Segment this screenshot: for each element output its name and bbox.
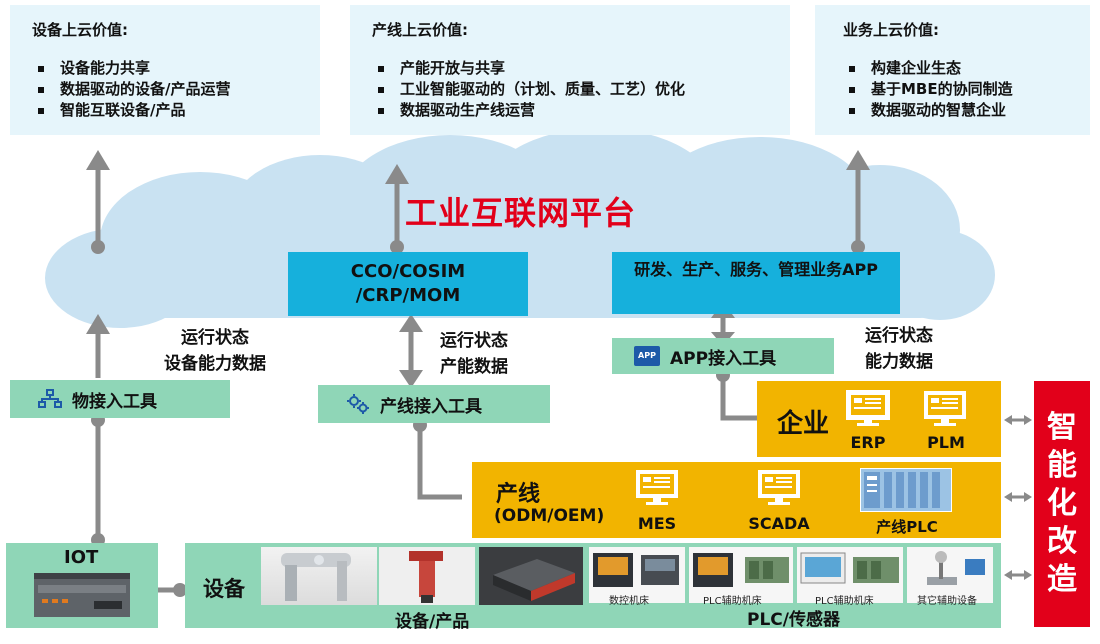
robot-arm-icon [281,553,351,601]
business-value-title: 业务上云价值: [843,21,939,39]
device-value-title: 设备上云价值: [32,21,128,39]
erp-label: ERP [850,433,886,452]
middle-flow-line: 运行状态 [440,331,508,351]
transform-char: 化 [1047,486,1077,521]
line-value-item: 数据驱动生产线运营 [372,100,768,121]
business-value-box: 业务上云价值: 构建企业生态 基于MBE的协同制造 数据驱动的智慧企业 [815,5,1090,135]
plm-label: PLM [927,433,965,452]
app-access-label: APP接入工具 [670,348,777,369]
app-access-tool[interactable]: APP APP接入工具 [612,338,834,374]
device-value-item: 数据驱动的设备/产品运营 [32,79,298,100]
erp-monitor-icon [846,390,890,426]
line-access-label: 产线接入工具 [380,396,482,417]
plc-rack-icon [860,468,952,512]
mes-monitor-icon [636,470,678,505]
business-value-item: 基于MBE的协同制造 [843,79,1068,100]
cnc-caption: 数控机床 [609,596,649,607]
production-line-label: 产线 [496,482,541,507]
left-flow-line: 设备能力数据 [164,354,266,374]
middle-flow-line: 产能数据 [440,357,508,377]
plc-machine-photo-2 [797,547,903,603]
transform-char: 智 [1047,410,1077,445]
cco-module-box: CCO/COSIM /CRP/MOM [288,252,528,316]
other-equipment-caption: 其它辅助设备 [917,596,977,607]
lab-equipment-icon [927,551,985,585]
plc-panel-icon [693,553,789,587]
gears-icon [347,394,369,414]
scada-monitor-icon [758,470,800,505]
right-flow-label: 运行状态 能力数据 [865,323,933,375]
gripper-photo [379,547,475,605]
business-apps-box: 研发、生产、服务、管理业务APP [612,252,900,314]
production-line-sub: (ODM/OEM) [494,506,605,526]
platform-icon [493,559,575,601]
iot-label: IOT [64,547,99,568]
enterprise-label: 企业 [777,409,830,439]
scada-label: SCADA [748,514,810,533]
platform-title: 工业互联网平台 [405,194,637,232]
iot-gateway-icon [34,573,130,617]
left-flow-line: 运行状态 [181,328,249,348]
other-equipment-photo [907,547,993,603]
business-value-item: 构建企业生态 [843,58,1068,79]
gripper-icon [409,551,443,603]
intelligent-transformation-bar: 智 能 化 改 造 [1034,381,1090,627]
things-access-label: 物接入工具 [72,391,157,412]
mes-label: MES [637,514,677,533]
line-value-item: 工业智能驱动的（计划、质量、工艺）优化 [372,79,768,100]
touch-panel-icon [800,552,899,584]
cnc-panel-icon [593,553,679,587]
cnc-machine-photo [589,547,685,603]
network-icon [38,389,62,408]
plc-label: 产线PLC [876,518,938,536]
middle-flow-label: 运行状态 产能数据 [440,328,508,380]
robot-arm-photo [261,547,377,605]
line-value-title: 产线上云价值: [372,21,468,39]
sensors-label: PLC/传感器 [747,610,840,630]
transform-char: 能 [1047,448,1077,483]
transform-char: 改 [1047,524,1077,559]
platform-photo [479,547,583,605]
line-access-tool[interactable]: 产线接入工具 [318,385,550,423]
plc-machine-caption-1: PLC辅助机床 [703,596,762,607]
right-flow-line: 能力数据 [865,352,933,372]
left-flow-label: 运行状态 设备能力数据 [140,325,290,377]
iot-box: IOT [6,543,158,628]
line-value-item: 产能开放与共享 [372,58,768,79]
transform-char: 造 [1047,562,1077,597]
things-access-tool[interactable]: 物接入工具 [10,380,230,418]
device-value-item: 设备能力共享 [32,58,298,79]
plc-machine-caption-2: PLC辅助机床 [815,596,874,607]
products-label: 设备/产品 [395,612,470,632]
right-flow-line: 运行状态 [865,326,933,346]
devices-strip: 设备 数控机床 PLC辅 [185,543,1001,632]
plc-machine-photo-1 [689,547,793,603]
device-value-box: 设备上云价值: 设备能力共享 数据驱动的设备/产品运营 智能互联设备/产品 [10,5,320,135]
business-value-item: 数据驱动的智慧企业 [843,100,1068,121]
production-line-box: 产线 (ODM/OEM) MES SCADA 产线PLC [472,462,1001,538]
devices-label: 设备 [203,577,245,601]
enterprise-box: 企业 ERP PLM [757,381,1001,457]
line-value-box: 产线上云价值: 产能开放与共享 工业智能驱动的（计划、质量、工艺）优化 数据驱动… [350,5,790,135]
app-icon: APP [634,346,660,366]
plm-monitor-icon [924,391,966,426]
device-value-item: 智能互联设备/产品 [32,100,298,121]
